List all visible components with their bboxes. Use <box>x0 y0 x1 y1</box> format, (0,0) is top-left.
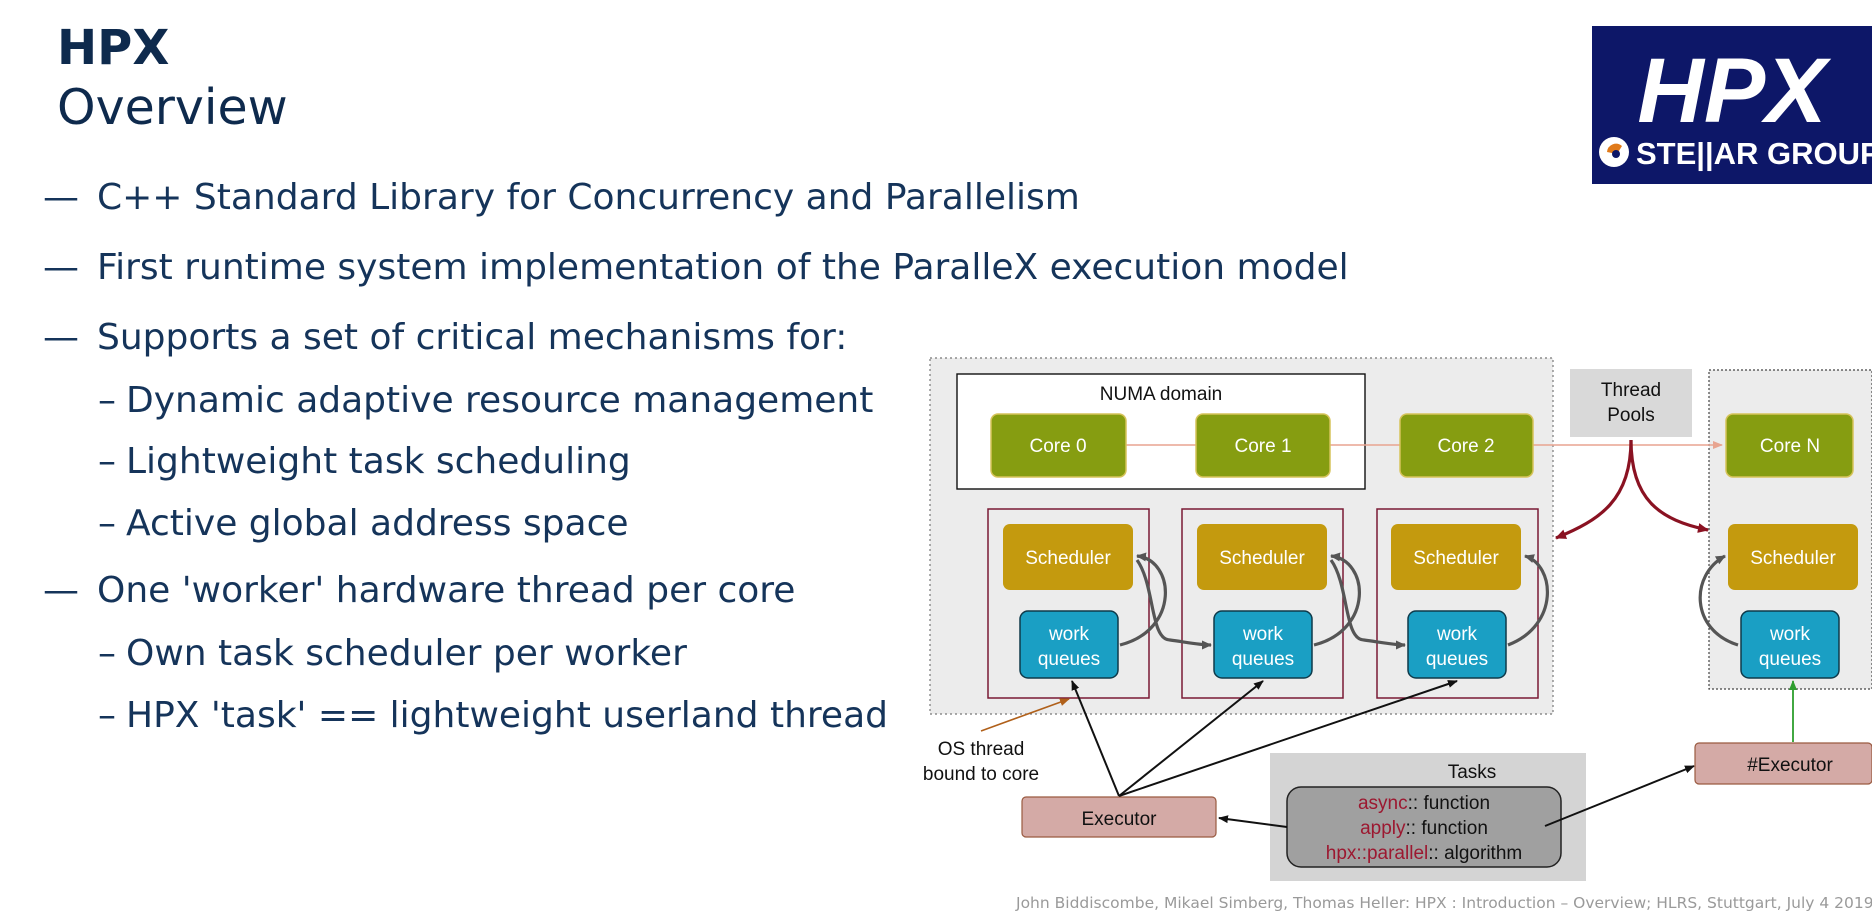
slide-footer: John Biddiscombe, Mikael Simberg, Thomas… <box>1016 894 1872 912</box>
svg-text:work: work <box>1769 624 1811 645</box>
work-queues-2 <box>1407 610 1507 679</box>
svg-text:work: work <box>1242 624 1284 645</box>
core-0-label: Core 0 <box>1029 436 1086 457</box>
svg-text:work: work <box>1436 624 1478 645</box>
os-thread-label-line2: bound to core <box>923 764 1039 785</box>
custom-executor-box <box>1694 742 1872 785</box>
task-line-apply: apply:: function <box>1360 818 1488 839</box>
numa-domain-label: NUMA domain <box>1100 384 1223 405</box>
thread-pool-arrows <box>1555 439 1709 540</box>
core-n <box>1725 413 1854 478</box>
executor-box <box>1021 796 1217 838</box>
scheduler-0-label: Scheduler <box>1025 548 1111 569</box>
scheduler-n-label: Scheduler <box>1750 548 1836 569</box>
slide-title: HPX <box>57 20 170 76</box>
custom-executor-label: #Executor <box>1747 755 1833 776</box>
worker-frame-1 <box>1181 508 1344 699</box>
executor-label: Executor <box>1082 809 1158 830</box>
scheduler-1 <box>1197 524 1327 590</box>
scheduler-n <box>1728 524 1858 590</box>
core-1 <box>1195 413 1331 478</box>
svg-text:queues: queues <box>1038 649 1100 670</box>
svg-text:queues: queues <box>1232 649 1294 670</box>
work-queues-n <box>1740 610 1840 679</box>
thread-pools-label-line2: Pools <box>1607 405 1655 426</box>
tasks-label: Tasks <box>1448 762 1497 783</box>
tasks-to-custom-executor-arrow <box>1544 765 1695 827</box>
scheduler-0 <box>1003 524 1133 590</box>
worker-frame-2 <box>1376 508 1539 699</box>
thread-pools-box <box>1570 369 1692 437</box>
scheduler-2 <box>1391 524 1521 590</box>
thread-pools-label-line1: Thread <box>1601 380 1661 401</box>
work-queues-0 <box>1019 610 1119 679</box>
scheduler-2-label: Scheduler <box>1413 548 1499 569</box>
task-line-parallel: hpx::parallel:: algorithm <box>1326 843 1522 864</box>
logo-wordmark: HPX <box>1637 40 1831 142</box>
core-2-label: Core 2 <box>1437 436 1494 457</box>
core-2 <box>1399 413 1534 478</box>
core-1-label: Core 1 <box>1234 436 1291 457</box>
work-queues-1 <box>1213 610 1313 679</box>
hpx-stellar-logo: HPX STE||AR GROUP <box>1592 26 1872 184</box>
worker-frame-0 <box>987 508 1150 699</box>
scheduler-loop-arrows <box>1119 552 1739 650</box>
slide-subtitle: Overview <box>57 79 288 136</box>
core-0 <box>990 413 1127 478</box>
svg-text:work: work <box>1048 624 1090 645</box>
task-line-async: async:: function <box>1358 793 1490 814</box>
os-thread-arrow <box>980 698 1070 732</box>
logo-group-name: STE||AR GROUP <box>1636 136 1872 171</box>
os-thread-label-line1: OS thread <box>938 739 1025 760</box>
core-n-label: Core N <box>1760 436 1820 457</box>
svg-text:queues: queues <box>1426 649 1488 670</box>
executor-arrows <box>1071 680 1458 797</box>
svg-text:queues: queues <box>1759 649 1821 670</box>
scheduler-1-label: Scheduler <box>1219 548 1305 569</box>
tasks-to-executor-arrow <box>1218 815 1288 828</box>
